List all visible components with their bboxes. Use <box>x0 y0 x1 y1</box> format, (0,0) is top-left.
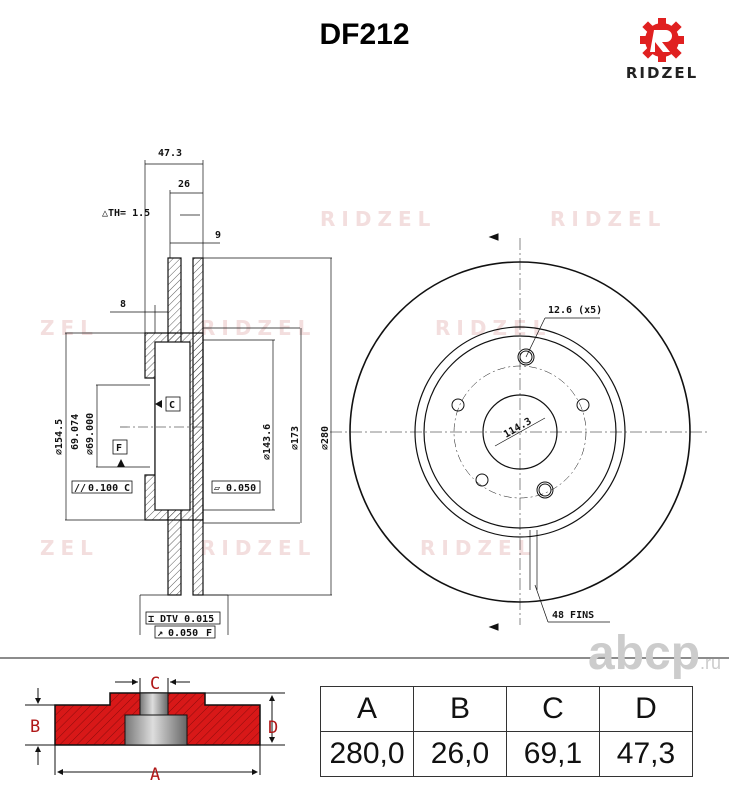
parallelism-icon: // <box>74 483 86 494</box>
bolt-hole-spec: 12.6 (x5) <box>548 305 602 316</box>
ridzel-logo-icon <box>640 18 684 62</box>
shop-watermark-tld: .ru <box>700 653 722 673</box>
legend-label-c: C <box>150 674 160 694</box>
technical-drawing: RIDZEL RIDZEL ZEL RIDZEL RIDZEL ZEL RIDZ… <box>0 148 729 659</box>
tol-runout-datum: F <box>206 628 212 639</box>
dim-bore-min: ⌀69.000 <box>85 413 96 455</box>
disc-front-view <box>330 233 710 631</box>
watermarks: RIDZEL RIDZEL ZEL RIDZEL RIDZEL ZEL RIDZ… <box>40 207 666 560</box>
header-b: B <box>413 686 507 732</box>
watermark-text: ZEL <box>40 316 99 340</box>
table-row: 280,0 26,0 69,1 47,3 <box>320 731 693 777</box>
dim-friction-inner-diameter: ⌀173 <box>290 426 301 450</box>
dim-vane: 9 <box>215 230 221 241</box>
dimensions-table: A B C D 280,0 26,0 69,1 47,3 <box>320 686 693 777</box>
dim-outer-diameter: ⌀280 <box>320 426 331 450</box>
part-number-title: DF212 <box>319 18 410 51</box>
runout-icon: ↗ <box>157 628 163 639</box>
dim-hat-diameter: ⌀154.5 <box>54 419 65 455</box>
brand-name: RIDZEL <box>625 64 699 82</box>
fin-count: 48 FINS <box>552 610 594 621</box>
legend-label-b: B <box>30 717 40 737</box>
value-a: 280,0 <box>320 731 414 777</box>
datum-f: F <box>116 443 122 454</box>
table-header-row: A B C D <box>320 686 693 732</box>
dim-thickness-variation: △TH= 1.5 <box>102 208 150 219</box>
dim-bore-max: 69.074 <box>70 414 81 450</box>
legend-label-a: A <box>150 765 160 785</box>
watermark-text: RIDZEL <box>550 207 666 231</box>
tol-dtv-value: DTV 0.015 <box>160 614 214 625</box>
dim-thickness: 26 <box>178 179 190 190</box>
header-c: C <box>506 686 600 732</box>
watermark-text: ZEL <box>40 536 99 560</box>
shop-watermark-name: abcp <box>588 627 701 680</box>
legend-label-d: D <box>268 718 278 738</box>
value-c: 69,1 <box>506 731 600 777</box>
dim-overall-height: 47.3 <box>158 148 182 159</box>
tol-flatness-value: 0.050 <box>226 483 256 494</box>
tol-parallel-datum: C <box>124 483 130 494</box>
shop-watermark: abcp.ru <box>588 630 721 678</box>
watermark-text: RIDZEL <box>320 207 436 231</box>
value-b: 26,0 <box>413 731 507 777</box>
pitch-circle-diameter: 114.3 <box>502 416 534 441</box>
disc-cross-section <box>120 257 205 596</box>
header-d: D <box>599 686 693 732</box>
dimension-lines <box>65 160 332 635</box>
value-d: 47,3 <box>599 731 693 777</box>
flatness-icon: ▱ <box>214 483 220 494</box>
datum-c: C <box>169 400 175 411</box>
dimension-legend-diagram: C B D A <box>25 674 285 785</box>
dim-inner-diameter: ⌀143.6 <box>262 424 273 460</box>
tol-runout-value: 0.050 <box>168 628 198 639</box>
tol-parallel-value: 0.100 <box>88 483 118 494</box>
dtv-icon: ⌶ <box>148 614 154 625</box>
watermark-text: RIDZEL <box>200 536 316 560</box>
header-a: A <box>320 686 414 732</box>
watermark-text: RIDZEL <box>420 536 536 560</box>
dim-hat-wall: 8 <box>120 299 126 310</box>
